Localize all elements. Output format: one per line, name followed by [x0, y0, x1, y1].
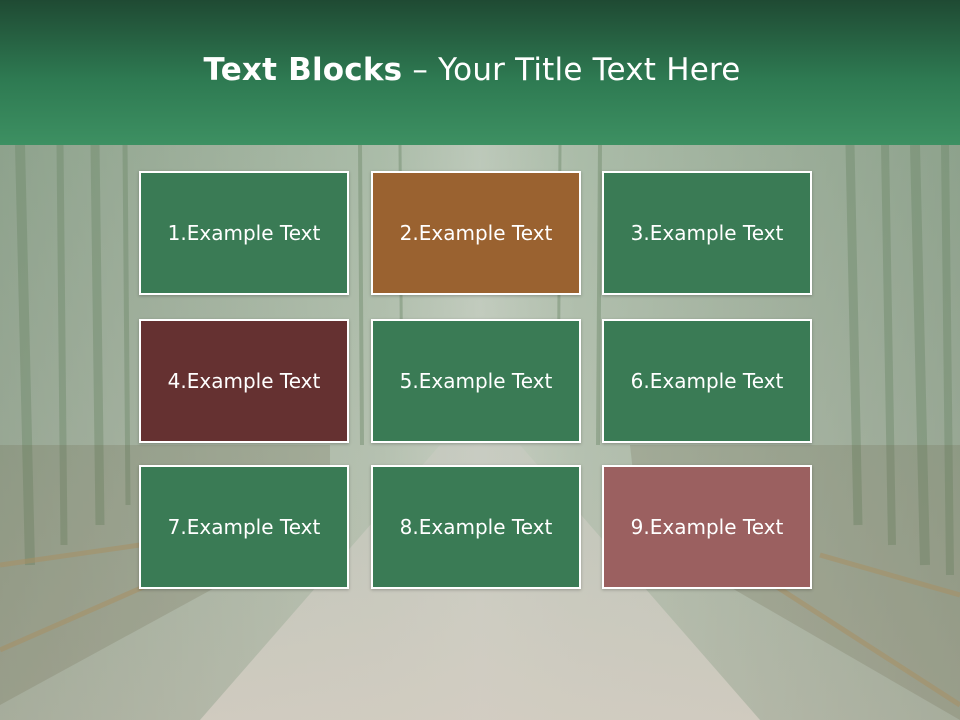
text-block-1[interactable]: 1.Example Text [139, 171, 349, 295]
title-separator: – [402, 52, 439, 88]
text-block-8[interactable]: 8.Example Text [371, 465, 581, 589]
text-block-4[interactable]: 4.Example Text [139, 319, 349, 443]
title-bold-part: Text Blocks [203, 52, 403, 88]
text-block-5[interactable]: 5.Example Text [371, 319, 581, 443]
text-block-9[interactable]: 9.Example Text [602, 465, 812, 589]
text-block-3[interactable]: 3.Example Text [602, 171, 812, 295]
title-rest: Your Title Text Here [438, 52, 741, 88]
text-block-7[interactable]: 7.Example Text [139, 465, 349, 589]
text-block-6[interactable]: 6.Example Text [602, 319, 812, 443]
page-title: Text Blocks – Your Title Text Here [0, 52, 944, 88]
title-banner: Text Blocks – Your Title Text Here [0, 0, 960, 145]
text-block-2[interactable]: 2.Example Text [371, 171, 581, 295]
